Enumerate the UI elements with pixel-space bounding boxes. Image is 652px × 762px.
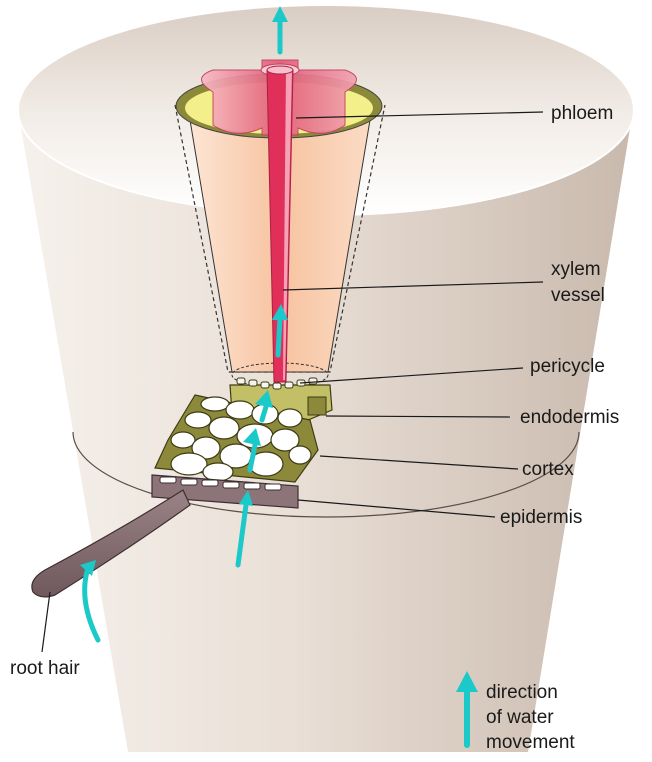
endodermis-block (308, 397, 326, 415)
label-xylem-line2: vessel (551, 285, 605, 306)
legend-line3: movement (486, 732, 575, 753)
label-phloem: phloem (551, 103, 613, 124)
xylem-top (267, 66, 293, 74)
label-endodermis: endodermis (520, 407, 619, 428)
label-cortex: cortex (522, 459, 574, 480)
label-epidermis: epidermis (500, 507, 582, 528)
label-xylem-line1: xylem (551, 259, 601, 280)
legend-line2: of water (486, 707, 554, 728)
label-root-hair: root hair (10, 658, 80, 679)
label-pericycle: pericycle (530, 356, 605, 377)
legend-line1: direction (486, 682, 558, 703)
